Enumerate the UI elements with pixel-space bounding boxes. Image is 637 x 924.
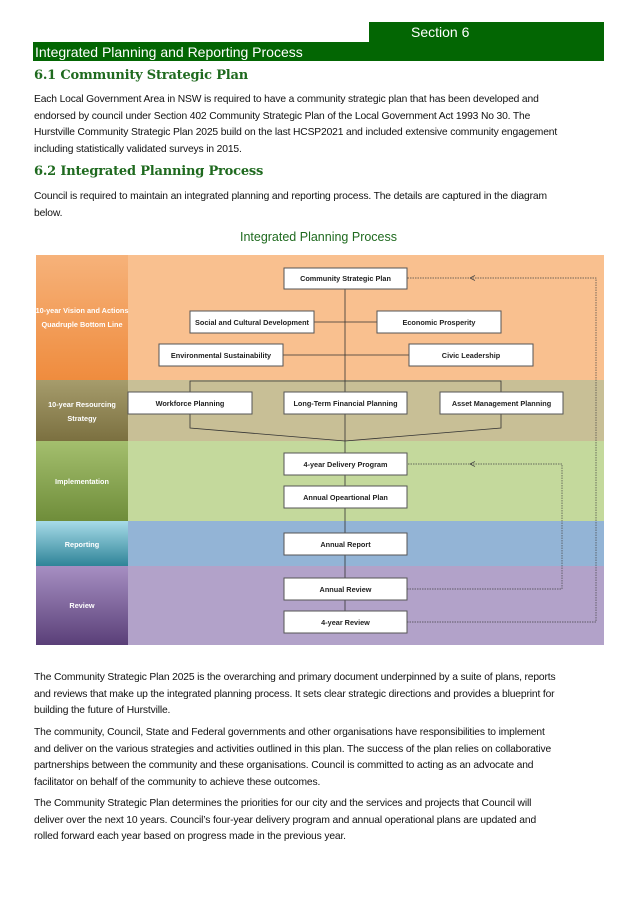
text-line: Hurstville Community Strategic Plan 2025… xyxy=(34,127,558,138)
box-environmental: Environmental Sustainability xyxy=(158,343,284,367)
box-annual-report: Annual Report xyxy=(283,532,408,556)
band-label-text: Review xyxy=(69,601,94,610)
band-label-reporting xyxy=(36,521,128,566)
band-label-implementation xyxy=(36,441,128,521)
diagram-title: Integrated Planning Process xyxy=(239,230,398,244)
box-label: Workforce Planning xyxy=(156,399,225,408)
box-operational-plan: Annual Opeartional Plan xyxy=(283,485,408,509)
box-label: Annual Opeartional Plan xyxy=(303,493,388,502)
text-line: deliver over the next 10 years. Council’… xyxy=(34,814,537,826)
text-line: The community, Council, State and Federa… xyxy=(34,727,545,738)
section-text: Section 6 xyxy=(411,24,470,40)
box-label: 4-year Delivery Program xyxy=(304,460,388,469)
text-line: facilitator on behalf of the community t… xyxy=(34,776,321,788)
band-label-text: 10-year Vision and Actions xyxy=(36,306,128,315)
page-title: Integrated Planning and Reporting Proces… xyxy=(33,42,604,61)
paragraph-6-1: Each Local Government Area in NSW is req… xyxy=(34,92,557,158)
text-line: building the future of Hurstville. xyxy=(34,705,171,716)
body-paragraph-2: The community, Council, State and Federa… xyxy=(34,725,551,791)
band-label-vision xyxy=(36,255,128,380)
body-paragraph-3: The Community Strategic Plan determines … xyxy=(34,796,536,846)
feedback-loop-lines xyxy=(407,275,597,623)
arrow-left-icon xyxy=(469,275,476,281)
box-label: Annual Report xyxy=(320,540,371,549)
text-line: partnerships between the community and t… xyxy=(34,760,534,771)
text-line: endorsed by council under Section 402 Co… xyxy=(34,110,531,122)
box-label: Environmental Sustainability xyxy=(171,351,272,360)
section-label: Section 6 xyxy=(369,22,604,42)
box-label: Asset Management Planning xyxy=(452,399,551,408)
box-label: Civic Leadership xyxy=(442,351,501,360)
integrated-planning-diagram: 10-year Vision and Actions Quadruple Bot… xyxy=(36,255,604,645)
band-label-text: Implementation xyxy=(55,477,109,486)
heading-6-1: 6.1 Community Strategic Plan xyxy=(34,68,248,83)
box-community-strategic-plan: Community Strategic Plan xyxy=(283,267,408,290)
box-delivery-program: 4-year Delivery Program xyxy=(283,452,408,476)
box-workforce-planning: Workforce Planning xyxy=(127,391,253,415)
box-label: Community Strategic Plan xyxy=(300,274,391,283)
band-label-review xyxy=(36,566,128,645)
box-social-cultural: Social and Cultural Development xyxy=(189,310,315,334)
text-line: Council is required to maintain an integ… xyxy=(34,191,547,202)
box-long-term-financial: Long-Term Financial Planning xyxy=(283,391,408,415)
box-label: Social and Cultural Development xyxy=(195,318,310,327)
body-paragraph-1: The Community Strategic Plan 2025 is the… xyxy=(34,670,556,720)
box-label: Annual Review xyxy=(320,585,372,594)
text-line: Each Local Government Area in NSW is req… xyxy=(34,94,539,105)
box-economic-prosperity: Economic Prosperity xyxy=(376,310,502,334)
page-title-text: Integrated Planning and Reporting Proces… xyxy=(35,44,303,60)
heading-6-2: 6.2 Integrated Planning Process xyxy=(34,164,264,179)
text-line: and reviews that make up the integrated … xyxy=(34,688,555,700)
text-line: The Community Strategic Plan determines … xyxy=(34,798,532,809)
text-line: including statistically validated survey… xyxy=(34,143,242,155)
band-label-text: Strategy xyxy=(67,414,97,423)
box-label: Economic Prosperity xyxy=(403,318,477,327)
text-line: rolled forward each year based on progre… xyxy=(34,831,346,842)
band-label-resourcing xyxy=(36,380,128,441)
box-label: Long-Term Financial Planning xyxy=(293,399,397,408)
paragraph-6-2: Council is required to maintain an integ… xyxy=(34,189,547,222)
arrow-left-icon xyxy=(469,461,476,467)
connector-lines xyxy=(189,289,502,611)
box-asset-management: Asset Management Planning xyxy=(439,391,564,415)
band-label-text: Quadruple Bottom Line xyxy=(41,320,122,329)
text-line: below. xyxy=(34,207,63,219)
band-label-text: Reporting xyxy=(65,540,99,549)
box-annual-review: Annual Review xyxy=(283,577,408,601)
text-line: and deliver on the various strategies an… xyxy=(34,743,552,755)
box-four-year-review: 4-year Review xyxy=(283,610,408,634)
box-civic-leadership: Civic Leadership xyxy=(408,343,534,367)
box-label: 4-year Review xyxy=(321,618,370,627)
text-line: The Community Strategic Plan 2025 is the… xyxy=(34,672,556,683)
band-label-text: 10-year Resourcing xyxy=(48,400,116,409)
